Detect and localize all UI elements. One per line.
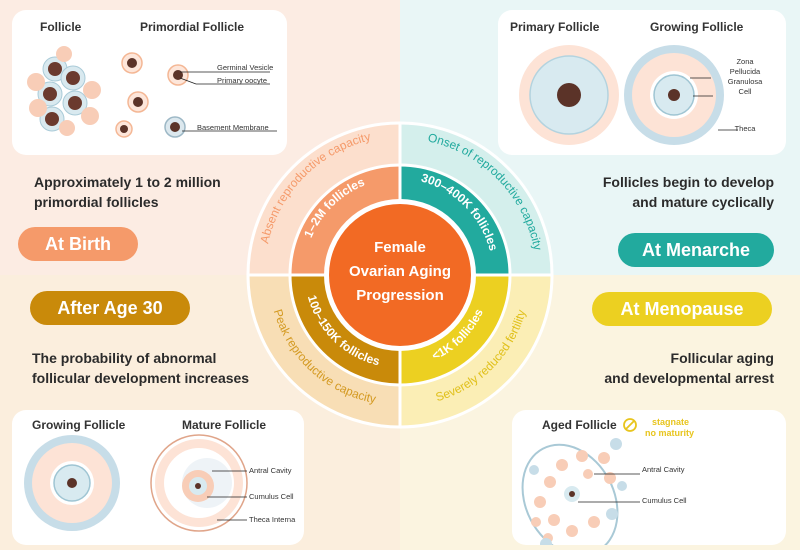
at-birth-pill: At Birth (18, 227, 138, 261)
at-menopause-pill: At Menopause (592, 292, 772, 326)
cumulus-cell-label: Cumulus Cell (249, 492, 294, 501)
primary-follicle-title: Primary Follicle (510, 20, 600, 34)
theca-label: Theca (734, 124, 756, 133)
follicle-title: Follicle (40, 20, 82, 34)
antral-cavity-label: Antral Cavity (249, 466, 292, 475)
aged-follicle-title: Aged Follicle (542, 418, 617, 432)
stagnate-label: stagnate (652, 417, 690, 427)
age30-follicle-card: Growing Follicle Mature Follicle Antral … (12, 410, 304, 545)
birth-description-line-1: Approximately 1 to 2 million (34, 174, 221, 190)
age30-description-line-2: follicular development increases (32, 370, 250, 386)
age30-description-line-1: The probability of abnormal (32, 350, 217, 366)
cell-label: Cell (738, 87, 752, 96)
birth-description-line-2: primordial follicles (34, 194, 159, 210)
primary-oocyte-label: Primary oocyte (217, 76, 268, 85)
zona-label: Zona (736, 57, 754, 66)
menarche-description: Follicles begin to develop and mature cy… (603, 172, 774, 212)
mature-follicle-title: Mature Follicle (182, 418, 267, 432)
menarche-follicle-card: Primary Follicle Growing Follicle Zona P… (498, 10, 786, 155)
aged-follicle-illustration (521, 438, 640, 545)
menopause-description-line-2: and developmental arrest (604, 370, 774, 386)
center-title-line-1: Female (374, 239, 426, 256)
growing-follicle-title: Growing Follicle (650, 20, 744, 34)
growing-follicle-illustration (519, 45, 738, 145)
birth-description: Approximately 1 to 2 million primordial … (34, 172, 221, 212)
menarche-description-line-2: and mature cyclically (632, 194, 774, 210)
birth-follicle-card: Follicle Primordial Follicle Germinal Ve… (12, 10, 287, 155)
menopause-description: Follicular aging and developmental arres… (604, 348, 774, 388)
at-menarche-pill: At Menarche (618, 233, 774, 267)
mature-follicle-illustration (24, 434, 248, 532)
menopause-description-line-1: Follicular aging (670, 350, 774, 366)
germinal-vesicle-label: Germinal Vesicle (217, 63, 274, 72)
center-title-line-2: Ovarian Aging (349, 263, 451, 280)
no-maturity-label: no maturity (645, 428, 695, 438)
menarche-description-line-1: Follicles begin to develop (602, 174, 774, 190)
stagnate-icon (623, 418, 637, 432)
aged-cumulus-cell-label: Cumulus Cell (642, 496, 687, 505)
basement-membrane-label: Basement Membrane (197, 123, 269, 132)
theca-interna-label: Theca Interna (249, 515, 296, 524)
after-age-30-pill: After Age 30 (30, 291, 190, 325)
primordial-follicle-illustration (27, 46, 277, 138)
primordial-follicle-title: Primordial Follicle (140, 20, 245, 34)
age30-description: The probability of abnormal follicular d… (32, 348, 249, 388)
center-title-line-3: Progression (356, 287, 444, 304)
growing-follicle-title: Growing Follicle (32, 418, 126, 432)
menopause-follicle-card: Aged Follicle stagnate no maturity Antra… (512, 410, 786, 545)
granulosa-label: Granulosa (727, 77, 763, 86)
pellucida-label: Pellucida (729, 67, 761, 76)
aged-antral-cavity-label: Antral Cavity (642, 465, 685, 474)
